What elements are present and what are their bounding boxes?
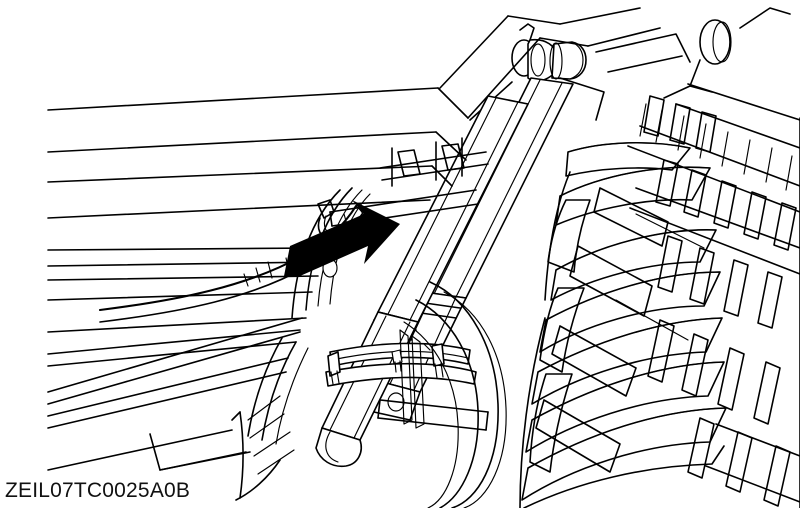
side-brace-struts [535, 187, 705, 473]
mount-bolt [431, 343, 445, 379]
figure-caption: ZEIL07TC0025A0B [5, 479, 191, 502]
secondary-bushing [663, 7, 791, 99]
wheel-rim [391, 281, 507, 508]
frame-beam-upper [439, 7, 691, 121]
mount-bolt [327, 351, 341, 385]
grille-panel [627, 83, 800, 508]
frame-rails [47, 87, 469, 471]
callout-arrow [284, 200, 400, 276]
rear-tire [519, 141, 727, 508]
